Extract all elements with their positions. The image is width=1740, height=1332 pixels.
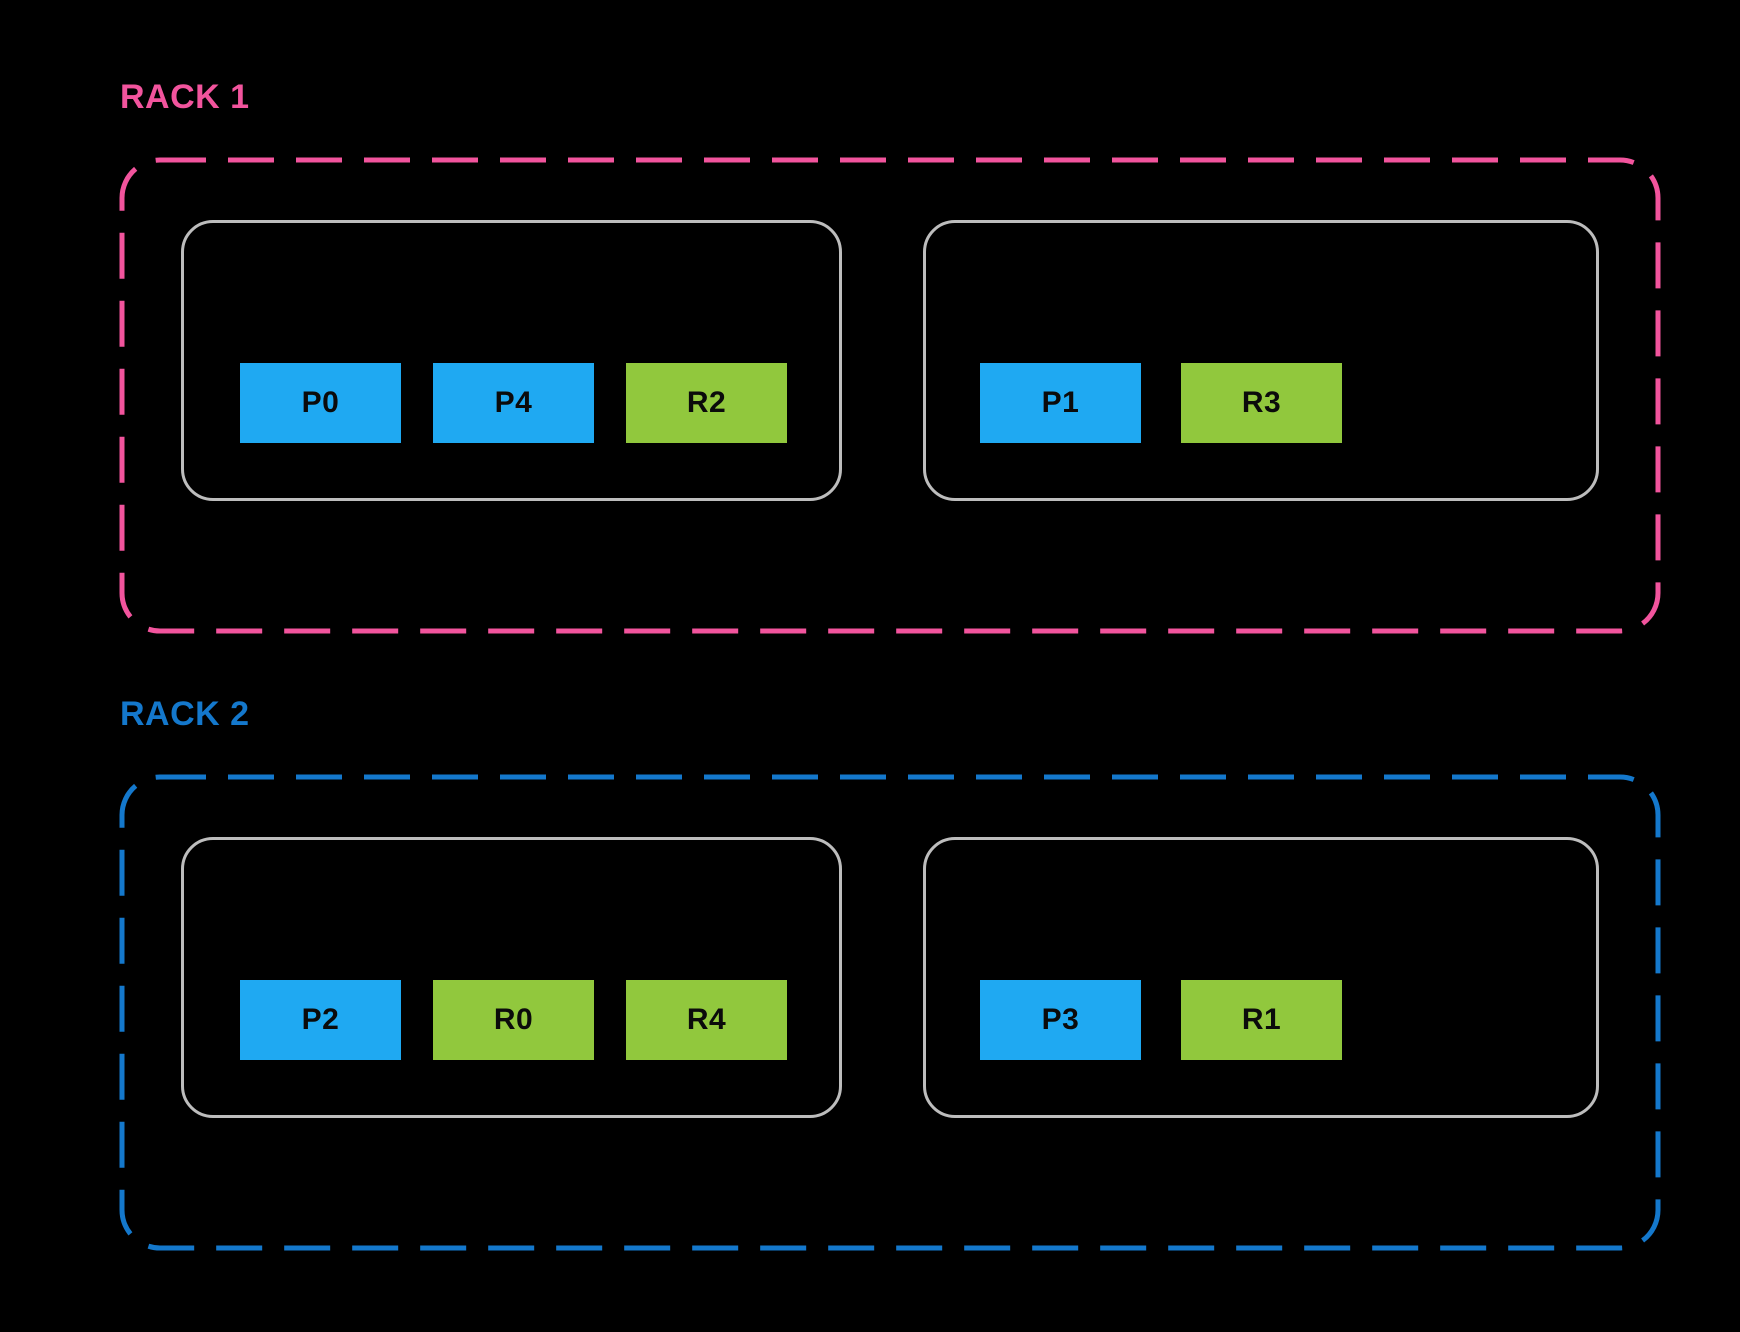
block-r0: R0 (433, 980, 594, 1060)
rack-2-label: RACK 2 (120, 695, 250, 733)
block-p1: P1 (980, 363, 1141, 443)
block-r3: R3 (1181, 363, 1342, 443)
rack-1-host-1 (181, 220, 842, 501)
rack-2-host-1 (181, 837, 842, 1118)
rack-1-label: RACK 1 (120, 78, 250, 116)
block-p0: P0 (240, 363, 401, 443)
block-r1: R1 (1181, 980, 1342, 1060)
block-r4: R4 (626, 980, 787, 1060)
rack-1-host-2 (923, 220, 1599, 501)
rack-1-dashed-border-rect (119, 157, 1661, 634)
block-p4: P4 (433, 363, 594, 443)
block-p2: P2 (240, 980, 401, 1060)
rack-1-dashed-border (119, 157, 1661, 634)
rack-2-dashed-border-rect (119, 774, 1661, 1251)
rack-2-host-2 (923, 837, 1599, 1118)
block-r2: R2 (626, 363, 787, 443)
block-p3: P3 (980, 980, 1141, 1060)
rack-2-dashed-border (119, 774, 1661, 1251)
